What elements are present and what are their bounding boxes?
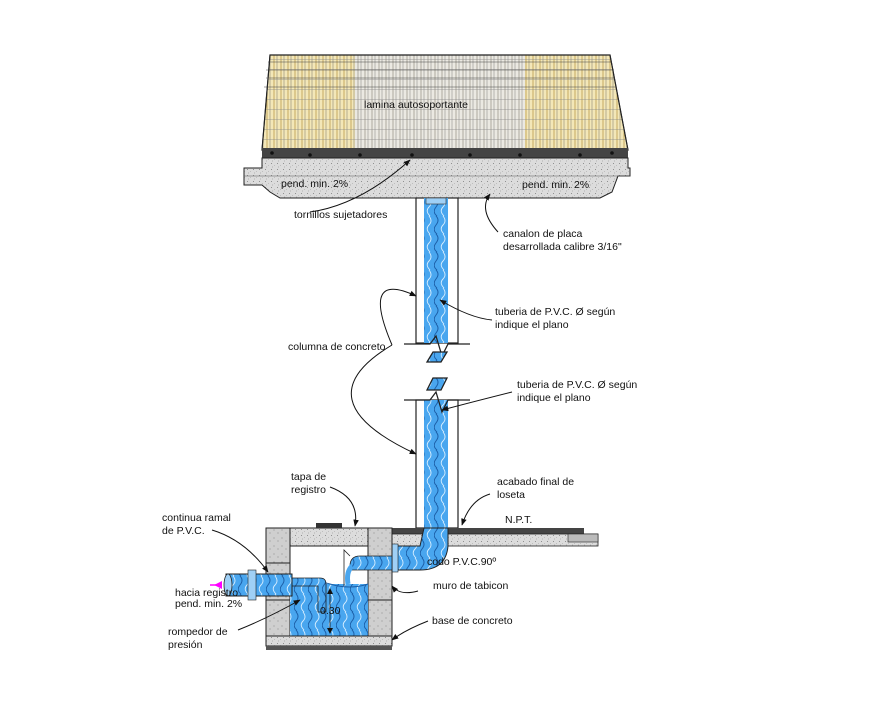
- finish-label-2: loseta: [497, 489, 526, 501]
- column-label: columna de concreto: [288, 341, 386, 353]
- cover-label-1: tapa de: [291, 471, 327, 483]
- branch-label-1: continua ramal: [162, 512, 231, 524]
- break-lines: [404, 334, 470, 414]
- roof-sheet: [261, 54, 629, 151]
- to-box-label-2: pend. min. 2%: [175, 598, 243, 610]
- elbow-label: codo P.V.C.90º: [427, 556, 497, 568]
- breaker-label-1: rompedor de: [168, 626, 228, 638]
- slope-right-label: pend. min. 2%: [522, 179, 590, 191]
- pipe-bottom-label-1: tuberia de P.V.C. Ø según: [517, 379, 638, 391]
- concrete-column: [415, 197, 459, 529]
- pvc-elbow: [391, 527, 449, 573]
- branch-label-2: de P.V.C.: [162, 525, 205, 537]
- gutter-label-1: canalon de placa: [503, 228, 583, 240]
- pipe-top-label-2: indique el plano: [495, 319, 569, 331]
- base-label: base de concreto: [432, 615, 513, 627]
- to-box-label-1: hacia registro: [175, 587, 239, 599]
- register-box: [210, 523, 393, 650]
- gutter-label-2: desarrollada calibre 3/16": [503, 241, 622, 253]
- cover-label-2: registro: [291, 484, 327, 496]
- screws-label: tornillos sujetadores: [294, 209, 388, 221]
- leader-lines: [211, 159, 513, 641]
- pipe-bottom-label-2: indique el plano: [517, 392, 591, 404]
- roof-base-slab: [243, 148, 631, 199]
- roof-label: lamina autosoportante: [364, 99, 468, 111]
- screws: [270, 151, 614, 157]
- npt-label: N.P.T.: [505, 514, 533, 526]
- floor-slab: [387, 528, 599, 547]
- finish-label-1: acabado final de: [497, 476, 575, 488]
- pipe-top-label-1: tuberia de P.V.C. Ø según: [495, 306, 616, 318]
- breaker-label-2: presión: [168, 639, 203, 651]
- slope-left-label: pend. min. 2%: [281, 178, 349, 190]
- wall-label: muro de tabicon: [433, 580, 509, 592]
- dimension-label: 0.30: [320, 605, 341, 617]
